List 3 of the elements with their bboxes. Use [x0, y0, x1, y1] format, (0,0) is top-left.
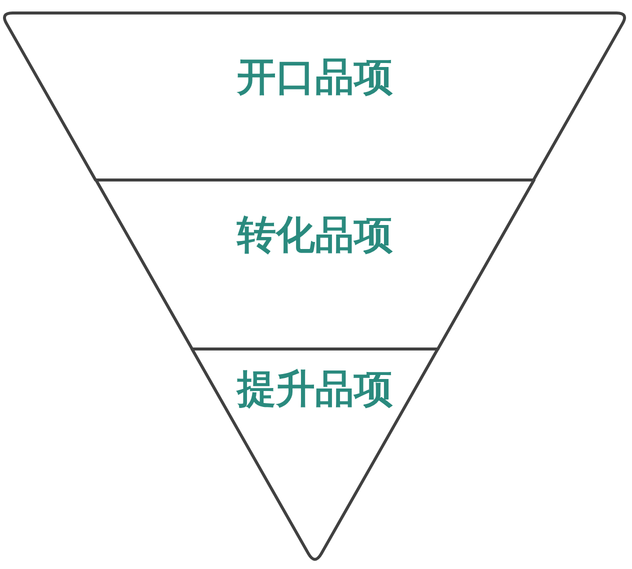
segment-title: 开口品项: [236, 58, 393, 98]
segment-title: 提升品项: [236, 370, 393, 410]
segment-title: 转化品项: [236, 216, 393, 256]
